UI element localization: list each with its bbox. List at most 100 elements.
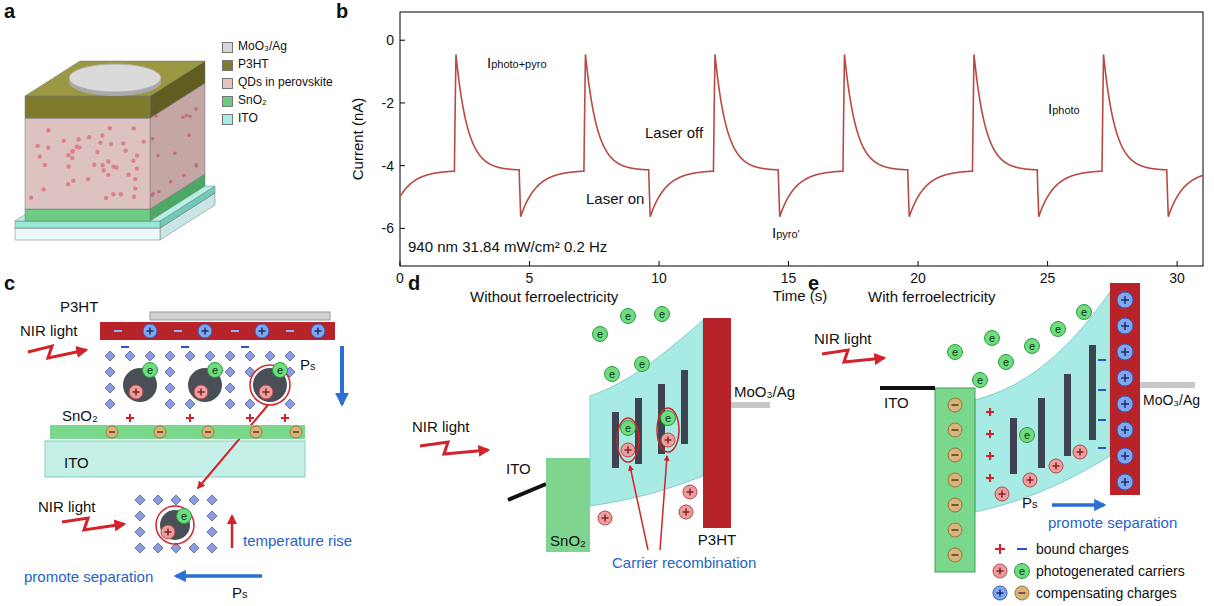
polarization-arrow	[1052, 503, 1104, 507]
layer-label: ITO	[506, 460, 531, 477]
hole-symbol	[598, 511, 612, 525]
plus-sign	[284, 414, 286, 422]
minus-sign	[121, 346, 129, 348]
tick-mark	[1177, 261, 1178, 266]
quantum-dot	[157, 190, 161, 194]
plus-sign	[685, 509, 686, 516]
quantum-dot	[181, 116, 185, 120]
quantum-dot	[132, 194, 136, 198]
quantum-dot	[100, 163, 104, 167]
tick-mark	[400, 40, 405, 41]
plus-sign	[667, 437, 668, 444]
octahedron	[185, 351, 195, 361]
quantum-dot	[133, 186, 137, 190]
compensating-charge	[948, 423, 962, 437]
layer-bar: SnO₂	[50, 425, 305, 439]
annotation: Laser on	[586, 190, 644, 207]
plus-sign	[604, 515, 605, 522]
p3ht-box	[1110, 283, 1140, 495]
compensating-charge	[1015, 586, 1029, 600]
plus-sign	[689, 489, 690, 496]
quantum-dot	[106, 173, 110, 177]
quantum-dot	[41, 187, 45, 191]
octahedron	[153, 495, 163, 505]
layer-label: MoO₃/Ag	[1143, 392, 1200, 408]
leader-arrow	[630, 466, 648, 550]
plus-sign	[1001, 491, 1002, 498]
recombination-ring	[617, 418, 639, 462]
minus-sign	[1098, 389, 1106, 391]
quantum-dot	[66, 182, 70, 186]
light-label: NIR light	[412, 418, 470, 435]
perovskite-lattice	[105, 347, 295, 422]
octahedron	[207, 543, 217, 553]
plus-sign	[1124, 296, 1125, 304]
octahedron	[207, 527, 217, 537]
panel-label: a	[4, 0, 15, 23]
quantum-dot	[61, 139, 65, 143]
layer-label: P3HT	[60, 298, 98, 315]
compensating-charge	[948, 523, 962, 537]
electron-symbol: e	[972, 372, 988, 388]
plus-sign	[1124, 322, 1125, 330]
polarization-label: Ps	[232, 584, 248, 601]
illustration-part	[15, 228, 160, 240]
compensating-charge	[948, 473, 962, 487]
minus-sign	[952, 404, 959, 405]
quantum-dot	[38, 154, 42, 158]
layer-label: SnO₂	[550, 532, 586, 549]
electron-symbol: e	[272, 362, 288, 378]
quantum-dot	[133, 177, 137, 181]
quantum-dot	[95, 150, 99, 154]
layer-box: P3HT	[703, 318, 731, 528]
electron-symbol: e	[620, 308, 636, 324]
hole-symbol	[259, 385, 273, 399]
quantum-dot	[114, 165, 118, 169]
plus-sign	[200, 389, 201, 396]
electrode-line	[1140, 382, 1195, 388]
legend-swatch	[222, 78, 233, 89]
p3ht-layer	[25, 61, 205, 118]
hole-symbol	[993, 564, 1007, 578]
legend-swatch	[222, 60, 233, 71]
electron-symbol: e	[1050, 321, 1066, 337]
quantum-dot	[76, 137, 80, 141]
temperature-arrow	[231, 516, 234, 548]
effect-label: promote separation	[1048, 514, 1177, 531]
minus-sign	[1098, 447, 1106, 449]
minus-sign	[952, 529, 959, 530]
compensating-charge	[948, 398, 962, 412]
annotation: Laser off	[645, 124, 703, 141]
electrode-line	[731, 402, 770, 408]
electron-symbol: e	[176, 508, 192, 524]
plus-sign	[1124, 426, 1125, 434]
minus-sign	[952, 504, 959, 505]
quantum-dot	[135, 154, 139, 158]
light-arrow	[822, 350, 884, 362]
compensating-charge	[948, 548, 962, 562]
quantum-dot	[35, 144, 39, 148]
tick-mark	[788, 261, 789, 266]
quantum-dot	[87, 135, 91, 139]
polarization-label: Ps	[300, 356, 316, 373]
quantum-dot	[70, 156, 74, 160]
octahedron	[105, 367, 115, 377]
minus-sign	[181, 346, 189, 348]
layer-label: ITO	[884, 394, 909, 411]
layer-label: MoO₃/Ag	[734, 383, 795, 400]
octahedron	[165, 383, 175, 393]
layer-box: SnO₂	[546, 458, 590, 552]
octahedron	[185, 399, 195, 409]
plus-sign	[1029, 477, 1030, 484]
minus-sign	[952, 454, 959, 455]
legend-swatch	[222, 96, 233, 107]
quantum-dot	[194, 107, 198, 111]
panel-label: d	[408, 272, 420, 295]
hole-symbol	[661, 433, 675, 447]
quantum-dot	[46, 146, 50, 150]
tick-label: -2	[382, 95, 394, 111]
quantum-dot	[108, 126, 112, 130]
electron-symbol: e	[654, 306, 670, 322]
tick-mark	[400, 165, 405, 166]
